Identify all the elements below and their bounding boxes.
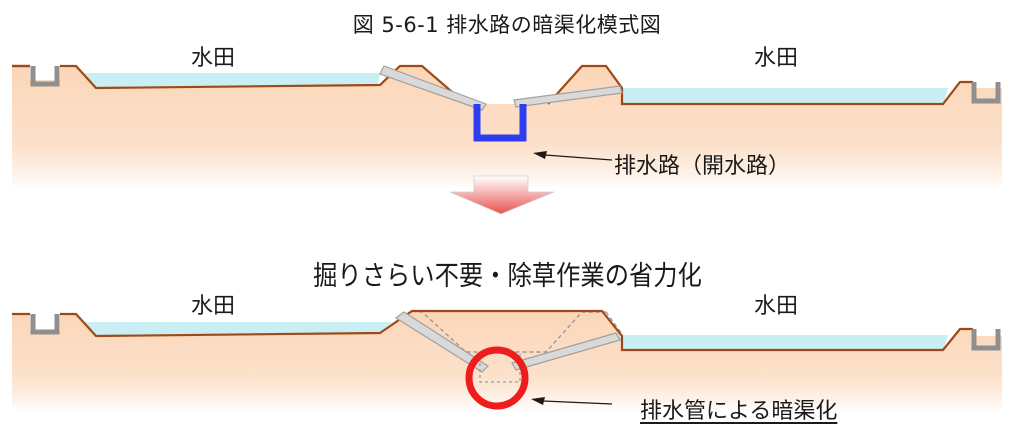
top-cross-section (12, 64, 1002, 190)
top-underdrain-left (379, 65, 487, 111)
bottom-edge-drain-left (30, 314, 60, 335)
top-edge-drain-right (971, 82, 1001, 104)
top-water-right (620, 88, 948, 104)
bottom-cross-section (12, 309, 1002, 412)
top-edge-drain-left (30, 66, 60, 87)
open-channel (473, 104, 527, 142)
open-channel-callout: 排水路（開水路） (614, 154, 791, 179)
bottom-callout-arrowhead (531, 397, 545, 405)
top-callout-arrowhead (533, 151, 547, 159)
figure-title: 図 5-6-1 排水路の暗渠化模式図 (352, 13, 662, 37)
paddy-field-label-bottom-right: 水田 (754, 294, 799, 319)
bottom-underdrain-left (394, 311, 489, 373)
bottom-callout-line (542, 400, 613, 405)
down-arrow (449, 175, 555, 215)
bottom-water-right (618, 335, 948, 350)
bottom-soil (12, 311, 1002, 412)
figure-subtitle: 掘りさらい不要・除草作業の省力化 (313, 261, 702, 292)
top-water-left (82, 73, 380, 88)
paddy-field-label-top-left: 水田 (191, 46, 236, 71)
paddy-field-label-bottom-left: 水田 (191, 294, 236, 319)
bottom-water-left (82, 322, 392, 336)
drain-pipe-callout: 排水管による暗渠化 (640, 399, 838, 424)
top-callout-line (544, 154, 613, 161)
top-underdrain-right (513, 85, 623, 108)
bottom-edge-drain-right (971, 329, 1001, 351)
top-soil (12, 66, 1002, 190)
bottom-underdrain-right (511, 332, 621, 371)
paddy-field-label-top-right: 水田 (754, 46, 799, 71)
drain-pipe-ring (465, 346, 529, 410)
transition-arrow (449, 175, 555, 215)
